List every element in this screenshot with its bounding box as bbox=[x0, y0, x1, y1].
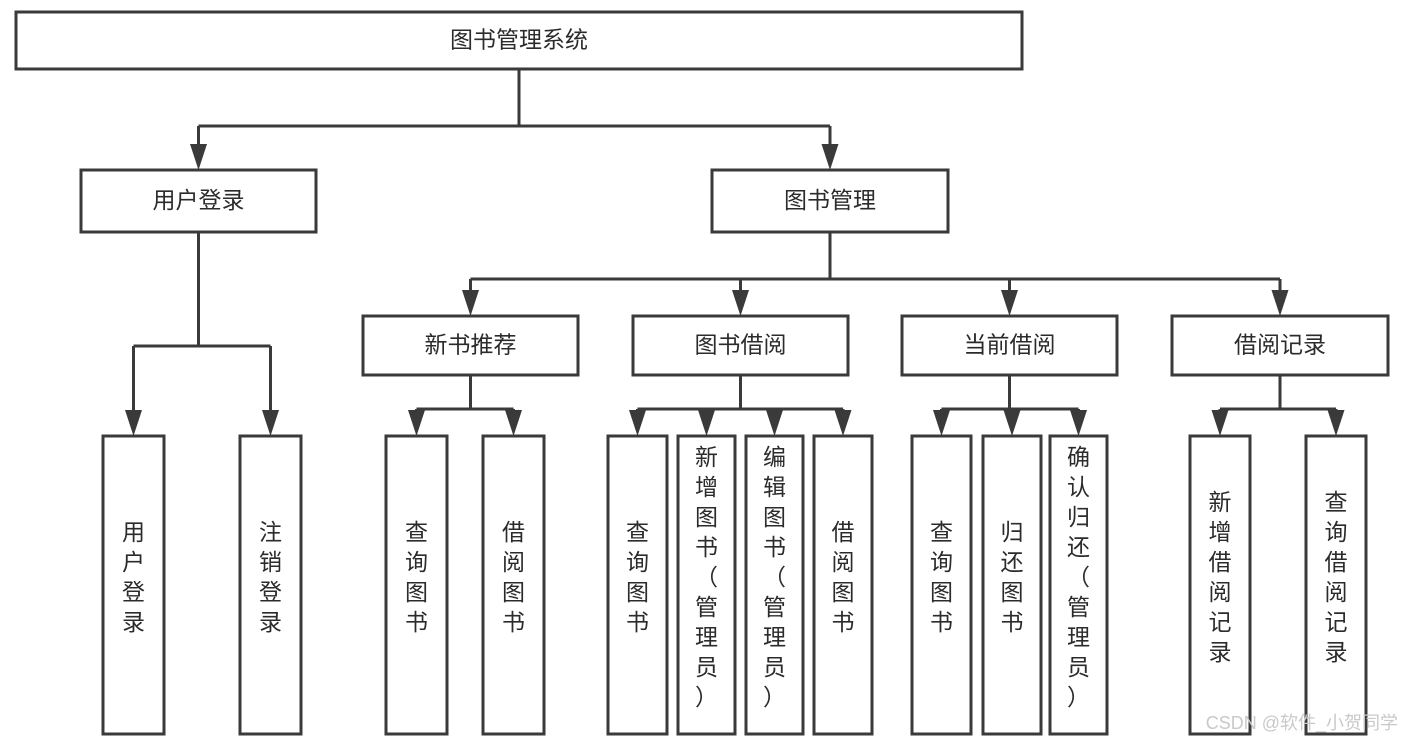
node-box-leaf-borrow-book-recommend bbox=[481, 434, 546, 736]
node-leaf-query-book-borrow[interactable]: 查询图书 bbox=[606, 434, 669, 736]
arrow-head-leaf-add-book bbox=[698, 410, 715, 436]
node-label-leaf-return-book: 归还图书 bbox=[1001, 519, 1024, 635]
arrow-head-leaf-borrow-book bbox=[834, 410, 852, 436]
arrow-head-leaf-query-book-borrow bbox=[629, 410, 646, 436]
node-book-management[interactable]: 图书管理 bbox=[710, 168, 950, 234]
node-label-leaf-query-borrow-record: 查询借阅记录 bbox=[1325, 489, 1348, 665]
node-box-leaf-query-book-current bbox=[910, 434, 973, 736]
arrow-head-borrow-record bbox=[1271, 290, 1289, 316]
node-leaf-query-borrow-record[interactable]: 查询借阅记录 bbox=[1304, 434, 1368, 736]
node-box-leaf-user-login bbox=[101, 434, 166, 736]
node-box-borrow-record bbox=[1170, 314, 1390, 377]
node-user-login[interactable]: 用户登录 bbox=[79, 168, 318, 234]
node-leaf-borrow-book-recommend[interactable]: 借阅图书 bbox=[481, 434, 546, 736]
node-box-leaf-query-borrow-record bbox=[1304, 434, 1368, 736]
node-label-user-login: 用户登录 bbox=[153, 187, 245, 213]
arrow-head-leaf-user-login bbox=[125, 410, 142, 436]
arrow-head-leaf-return-book bbox=[1003, 410, 1021, 436]
node-book-borrow[interactable]: 图书借阅 bbox=[631, 314, 850, 377]
node-current-borrow[interactable]: 当前借阅 bbox=[900, 314, 1119, 377]
node-label-book-borrow: 图书借阅 bbox=[695, 332, 787, 358]
node-leaf-query-book-current[interactable]: 查询图书 bbox=[910, 434, 973, 736]
node-label-leaf-borrow-book-recommend: 借阅图书 bbox=[502, 519, 525, 635]
nodes-layer: 图书管理系统用户登录图书管理新书推荐图书借阅当前借阅借阅记录用户登录注销登录查询… bbox=[14, 10, 1390, 736]
node-label-leaf-logout: 注销登录 bbox=[259, 519, 282, 635]
node-label-leaf-user-login: 用户登录 bbox=[122, 519, 145, 635]
node-leaf-return-book[interactable]: 归还图书 bbox=[981, 434, 1043, 736]
arrow-head-current-borrow bbox=[1001, 290, 1018, 316]
node-box-user-login bbox=[79, 168, 318, 234]
node-label-leaf-query-book-borrow: 查询图书 bbox=[626, 519, 649, 635]
node-leaf-add-borrow-record[interactable]: 新增借阅记录 bbox=[1188, 434, 1252, 736]
arrow-head-leaf-add-borrow-record bbox=[1211, 410, 1229, 436]
arrow-head-leaf-confirm-return bbox=[1070, 410, 1087, 436]
arrow-head-leaf-borrow-book-recommend bbox=[505, 410, 522, 436]
node-label-leaf-edit-book: 编辑图书（管理员） bbox=[763, 444, 786, 710]
node-label-leaf-confirm-return: 确认归还（管理员） bbox=[1067, 444, 1090, 710]
node-leaf-add-book[interactable]: 新增图书（管理员） bbox=[676, 434, 737, 736]
node-label-leaf-borrow-book: 借阅图书 bbox=[832, 519, 855, 635]
arrow-head-leaf-logout bbox=[262, 410, 279, 436]
node-box-current-borrow bbox=[900, 314, 1119, 377]
arrow-head-new-book-recommend bbox=[462, 290, 479, 316]
node-box-leaf-add-borrow-record bbox=[1188, 434, 1252, 736]
node-box-new-book-recommend bbox=[361, 314, 580, 377]
csdn-watermark: CSDN @软件_小贺同学 bbox=[1206, 713, 1398, 734]
edges-layer bbox=[125, 69, 1345, 436]
node-box-book-management bbox=[710, 168, 950, 234]
node-box-book-borrow bbox=[631, 314, 850, 377]
arrow-head-book-borrow bbox=[732, 290, 749, 316]
node-leaf-edit-book[interactable]: 编辑图书（管理员） bbox=[744, 434, 805, 736]
node-box-leaf-borrow-book bbox=[812, 434, 874, 736]
node-label-leaf-add-book: 新增图书（管理员） bbox=[695, 444, 718, 710]
node-box-leaf-edit-book bbox=[744, 434, 805, 736]
node-leaf-logout[interactable]: 注销登录 bbox=[238, 434, 303, 736]
node-label-leaf-query-book-current: 查询图书 bbox=[930, 519, 953, 635]
node-borrow-record[interactable]: 借阅记录 bbox=[1170, 314, 1390, 377]
node-label-borrow-record: 借阅记录 bbox=[1234, 332, 1326, 358]
node-box-leaf-logout bbox=[238, 434, 303, 736]
node-leaf-query-book-recommend[interactable]: 查询图书 bbox=[384, 434, 449, 736]
arrow-head-leaf-query-book-current bbox=[933, 410, 950, 436]
node-box-leaf-add-book bbox=[676, 434, 737, 736]
node-label-book-management: 图书管理 bbox=[784, 187, 876, 213]
arrow-head-user-login bbox=[190, 144, 207, 170]
node-root[interactable]: 图书管理系统 bbox=[14, 10, 1024, 71]
node-box-leaf-query-book-borrow bbox=[606, 434, 669, 736]
node-label-leaf-query-book-recommend: 查询图书 bbox=[405, 519, 428, 635]
node-box-root bbox=[14, 10, 1024, 71]
node-label-new-book-recommend: 新书推荐 bbox=[425, 332, 517, 358]
node-box-leaf-return-book bbox=[981, 434, 1043, 736]
arrow-head-leaf-query-borrow-record bbox=[1327, 410, 1345, 436]
node-box-leaf-confirm-return bbox=[1048, 434, 1109, 736]
node-new-book-recommend[interactable]: 新书推荐 bbox=[361, 314, 580, 377]
arrow-head-leaf-query-book-recommend bbox=[408, 410, 425, 436]
arrow-head-leaf-edit-book bbox=[766, 410, 783, 436]
node-label-current-borrow: 当前借阅 bbox=[964, 332, 1056, 358]
node-box-leaf-query-book-recommend bbox=[384, 434, 449, 736]
node-leaf-user-login[interactable]: 用户登录 bbox=[101, 434, 166, 736]
node-leaf-confirm-return[interactable]: 确认归还（管理员） bbox=[1048, 434, 1109, 736]
node-leaf-borrow-book[interactable]: 借阅图书 bbox=[812, 434, 874, 736]
arrow-head-book-management bbox=[821, 144, 839, 170]
node-label-leaf-add-borrow-record: 新增借阅记录 bbox=[1209, 489, 1232, 665]
node-label-root: 图书管理系统 bbox=[450, 27, 588, 53]
